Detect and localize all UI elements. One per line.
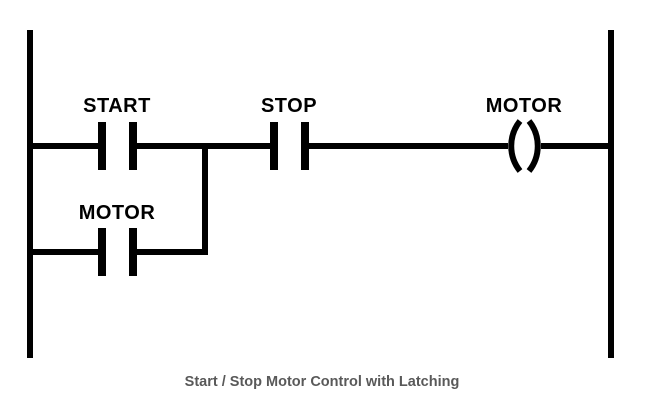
coil-left-paren (508, 119, 523, 173)
motor-coil-label: MOTOR (486, 95, 563, 117)
start-contact-label: START (83, 95, 151, 117)
latch-branch (30, 146, 208, 255)
start-contact (98, 122, 137, 170)
labels-group: START STOP MOTOR MOTOR (79, 95, 563, 224)
motor-contact-label: MOTOR (79, 202, 156, 224)
motor-latch-contact (98, 228, 137, 276)
contacts-group (98, 122, 309, 276)
stop-contact (270, 122, 309, 170)
coil-right-paren (526, 119, 541, 173)
wiring-group (27, 30, 614, 358)
diagram-caption: Start / Stop Motor Control with Latching (185, 374, 460, 390)
stop-contact-label: STOP (261, 95, 317, 117)
motor-coil (508, 119, 541, 173)
